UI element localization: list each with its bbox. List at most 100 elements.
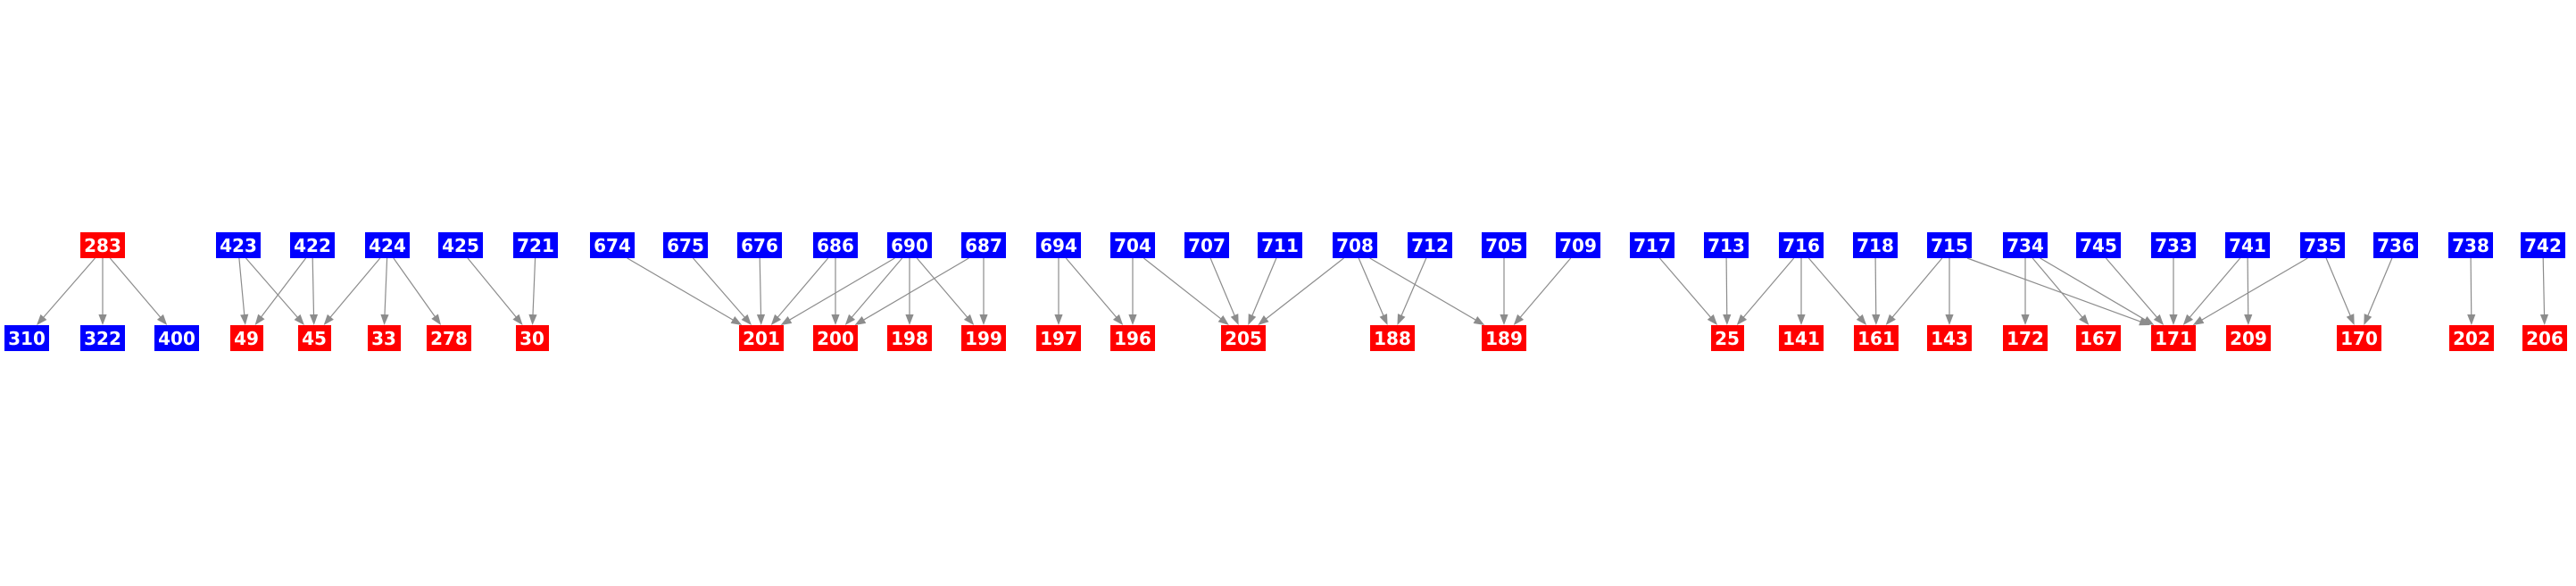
node-422[interactable]: 422 bbox=[290, 232, 335, 258]
node-741[interactable]: 741 bbox=[2225, 232, 2270, 258]
node-674[interactable]: 674 bbox=[590, 232, 635, 258]
edge-687-199 bbox=[979, 258, 988, 325]
node-717[interactable]: 717 bbox=[1630, 232, 1674, 258]
node-205[interactable]: 205 bbox=[1221, 325, 1266, 351]
node-283[interactable]: 283 bbox=[80, 232, 125, 258]
edge-line bbox=[238, 257, 245, 318]
node-734[interactable]: 734 bbox=[2003, 232, 2048, 258]
edge-424-45 bbox=[323, 257, 381, 325]
node-423[interactable]: 423 bbox=[216, 232, 261, 258]
node-322[interactable]: 322 bbox=[80, 325, 125, 351]
node-167[interactable]: 167 bbox=[2076, 325, 2121, 351]
node-708[interactable]: 708 bbox=[1333, 232, 1377, 258]
node-200[interactable]: 200 bbox=[813, 325, 858, 351]
node-425[interactable]: 425 bbox=[438, 232, 483, 258]
node-25[interactable]: 25 bbox=[1710, 325, 1744, 351]
node-718[interactable]: 718 bbox=[1853, 232, 1898, 258]
node-30[interactable]: 30 bbox=[515, 325, 549, 351]
edge-742-206 bbox=[2539, 257, 2549, 325]
node-33[interactable]: 33 bbox=[367, 325, 401, 351]
node-704[interactable]: 704 bbox=[1110, 232, 1155, 258]
arrowhead-icon bbox=[309, 314, 319, 325]
node-171[interactable]: 171 bbox=[2151, 325, 2196, 351]
node-172[interactable]: 172 bbox=[2003, 325, 2048, 351]
arrowhead-icon bbox=[2192, 315, 2205, 325]
node-189[interactable]: 189 bbox=[1482, 325, 1526, 351]
node-201[interactable]: 201 bbox=[739, 325, 784, 351]
edge-line bbox=[1741, 257, 1795, 320]
node-161[interactable]: 161 bbox=[1854, 325, 1899, 351]
node-687[interactable]: 687 bbox=[961, 232, 1006, 258]
node-686[interactable]: 686 bbox=[813, 232, 858, 258]
node-143[interactable]: 143 bbox=[1927, 325, 1972, 351]
edge-716-161 bbox=[1807, 257, 1867, 325]
edge-line bbox=[1400, 257, 1427, 318]
node-713[interactable]: 713 bbox=[1704, 232, 1749, 258]
edge-716-141 bbox=[1797, 258, 1806, 325]
edge-733-171 bbox=[2169, 258, 2178, 325]
edge-422-45 bbox=[309, 257, 319, 325]
node-202[interactable]: 202 bbox=[2449, 325, 2494, 351]
edge-line bbox=[2040, 257, 2148, 322]
node-188[interactable]: 188 bbox=[1370, 325, 1415, 351]
edge-line bbox=[850, 257, 903, 320]
node-709[interactable]: 709 bbox=[1556, 232, 1600, 258]
node-745[interactable]: 745 bbox=[2076, 232, 2121, 258]
arrowhead-icon bbox=[1885, 314, 1896, 325]
node-715[interactable]: 715 bbox=[1927, 232, 1972, 258]
edge-line bbox=[2325, 257, 2352, 318]
edge-line bbox=[2542, 257, 2546, 318]
arrowhead-icon bbox=[2346, 314, 2355, 325]
node-690[interactable]: 690 bbox=[887, 232, 932, 258]
node-196[interactable]: 196 bbox=[1110, 325, 1155, 351]
node-707[interactable]: 707 bbox=[1184, 232, 1229, 258]
node-716[interactable]: 716 bbox=[1779, 232, 1824, 258]
edge-734-167 bbox=[2032, 257, 2090, 325]
node-742[interactable]: 742 bbox=[2521, 232, 2565, 258]
edge-712-188 bbox=[1397, 257, 1427, 325]
arrowhead-icon bbox=[1230, 314, 1239, 325]
node-310[interactable]: 310 bbox=[4, 325, 49, 351]
arrowhead-icon bbox=[323, 314, 334, 325]
node-49[interactable]: 49 bbox=[229, 325, 263, 351]
node-736[interactable]: 736 bbox=[2373, 232, 2418, 258]
arrowhead-icon bbox=[2244, 314, 2253, 325]
edge-line bbox=[2105, 257, 2159, 320]
node-206[interactable]: 206 bbox=[2522, 325, 2567, 351]
node-735[interactable]: 735 bbox=[2300, 232, 2345, 258]
edge-686-201 bbox=[770, 257, 829, 325]
node-733[interactable]: 733 bbox=[2151, 232, 2196, 258]
node-197[interactable]: 197 bbox=[1036, 325, 1081, 351]
node-675[interactable]: 675 bbox=[663, 232, 708, 258]
edge-715-161 bbox=[1885, 257, 1943, 325]
node-198[interactable]: 198 bbox=[887, 325, 932, 351]
edge-line bbox=[627, 257, 735, 322]
arrowhead-icon bbox=[1379, 314, 1388, 325]
edge-line bbox=[1874, 257, 1877, 318]
arrowhead-icon bbox=[2169, 314, 2178, 325]
edge-687-200 bbox=[854, 257, 969, 325]
edge-line bbox=[1143, 257, 1224, 321]
node-721[interactable]: 721 bbox=[513, 232, 558, 258]
node-738[interactable]: 738 bbox=[2448, 232, 2493, 258]
node-712[interactable]: 712 bbox=[1408, 232, 1452, 258]
node-694[interactable]: 694 bbox=[1036, 232, 1081, 258]
edge-716-25 bbox=[1736, 257, 1795, 325]
node-199[interactable]: 199 bbox=[961, 325, 1006, 351]
node-45[interactable]: 45 bbox=[297, 325, 331, 351]
node-705[interactable]: 705 bbox=[1482, 232, 1526, 258]
edge-424-33 bbox=[380, 257, 389, 325]
node-424[interactable]: 424 bbox=[365, 232, 410, 258]
node-400[interactable]: 400 bbox=[154, 325, 199, 351]
arrowhead-icon bbox=[1258, 314, 1269, 325]
arrowhead-icon bbox=[905, 314, 914, 325]
node-209[interactable]: 209 bbox=[2226, 325, 2271, 351]
node-278[interactable]: 278 bbox=[427, 325, 471, 351]
node-676[interactable]: 676 bbox=[737, 232, 782, 258]
arrowhead-icon bbox=[780, 315, 793, 325]
node-170[interactable]: 170 bbox=[2337, 325, 2381, 351]
edge-721-30 bbox=[528, 257, 537, 325]
node-711[interactable]: 711 bbox=[1258, 232, 1302, 258]
edge-line bbox=[2366, 257, 2393, 318]
node-141[interactable]: 141 bbox=[1779, 325, 1824, 351]
